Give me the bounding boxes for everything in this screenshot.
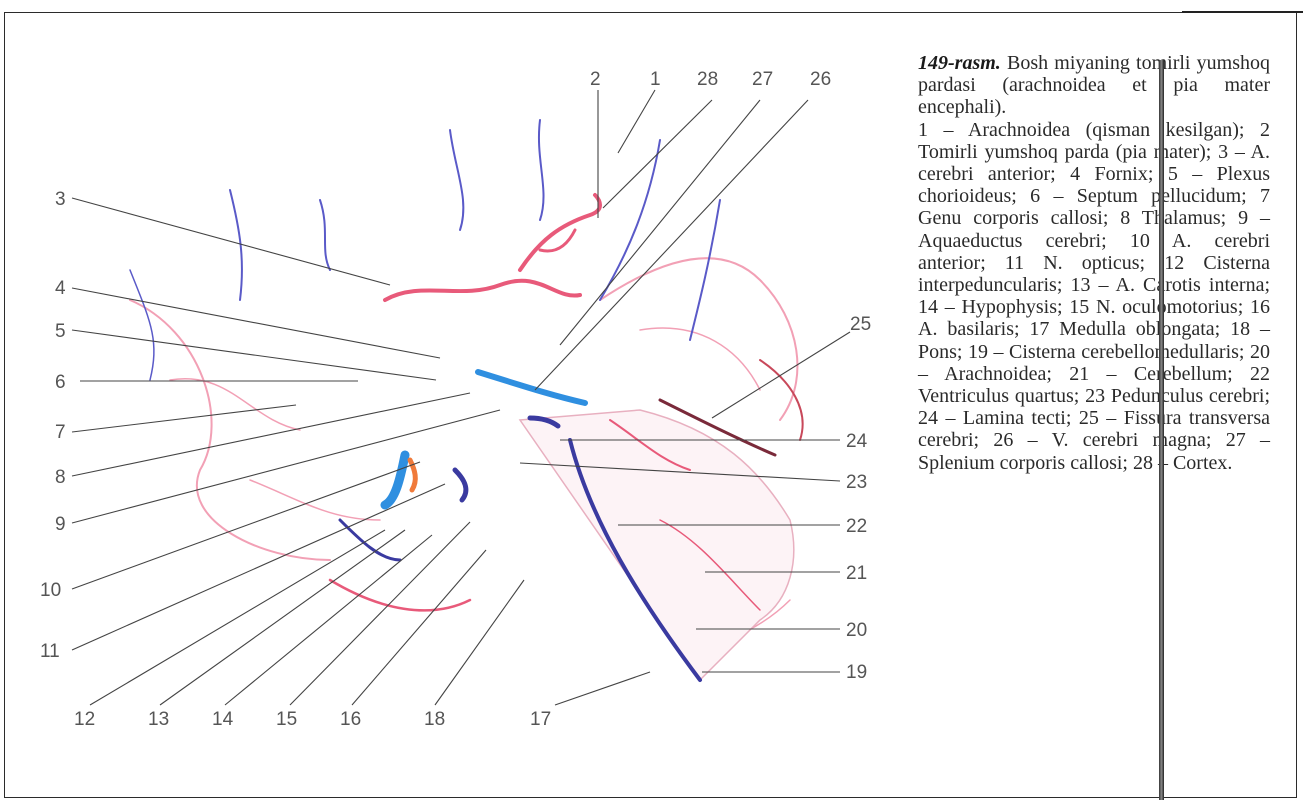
figure-labels: 2 1 28 27 26 3 4 5 6 7 8 9 10 11 12 13 1… (40, 69, 871, 730)
caption-legend: 1 – Arachnoidea (qisman kesilgan); 2 Tom… (918, 118, 1270, 474)
label-26: 26 (810, 69, 831, 90)
label-10: 10 (40, 580, 61, 601)
label-5: 5 (55, 321, 66, 342)
label-8: 8 (55, 467, 66, 488)
figure-caption: 149-rasm. Bosh miyaning tomirli yumshoq … (918, 52, 1270, 474)
label-23: 23 (846, 472, 867, 493)
label-13: 13 (148, 709, 169, 730)
label-22: 22 (846, 516, 867, 537)
label-11: 11 (40, 641, 60, 662)
label-12: 12 (74, 709, 95, 730)
label-16: 16 (340, 709, 361, 730)
caption-text: Bosh miyaning tomirli yumshoq pardasi (a… (918, 52, 1270, 119)
label-17: 17 (530, 709, 551, 730)
label-4: 4 (55, 278, 66, 299)
label-21: 21 (846, 563, 867, 584)
label-7: 7 (55, 422, 66, 443)
label-6: 6 (55, 372, 66, 393)
leader-lines (71, 89, 851, 706)
figure-frame (4, 12, 1297, 798)
caption-title: 149-rasm. (918, 52, 1001, 74)
label-14: 14 (212, 709, 234, 730)
label-1: 1 (650, 69, 661, 90)
label-19: 19 (846, 662, 867, 683)
label-25: 25 (850, 314, 871, 335)
label-24: 24 (846, 431, 868, 452)
label-3: 3 (55, 189, 66, 210)
label-18: 18 (424, 709, 445, 730)
page-gutter-shadow (1159, 60, 1164, 800)
label-27: 27 (752, 69, 773, 90)
label-2: 2 (590, 69, 601, 90)
label-20: 20 (846, 620, 867, 641)
label-15: 15 (276, 709, 297, 730)
vessel-network (129, 119, 804, 682)
label-28: 28 (697, 69, 718, 90)
top-rule (1182, 11, 1303, 13)
label-9: 9 (55, 514, 66, 535)
